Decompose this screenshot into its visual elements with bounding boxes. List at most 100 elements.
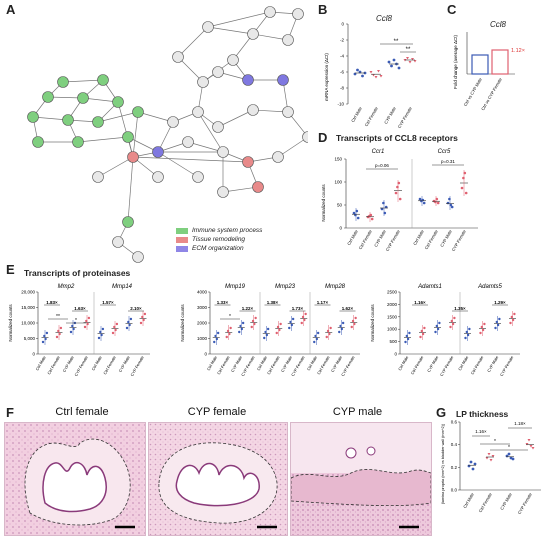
panel-e-ylabel: Normalized counts xyxy=(8,304,13,342)
panel-e-annot: 1.35× xyxy=(454,306,466,311)
panel-e-gene: Mmp28 xyxy=(325,284,346,290)
panel-b-point xyxy=(372,74,375,77)
panel-e-annot: 1.17× xyxy=(317,300,329,305)
legend-label-tissue: Tissue remodeling xyxy=(192,236,246,243)
panel-c-title: Ccl8 xyxy=(490,20,507,29)
panel-e-xlabel: CYP Female xyxy=(499,354,515,377)
panel-g-xlabel: Ctrl Female xyxy=(478,491,493,513)
panel-e-xlabel: CYP Male xyxy=(426,354,440,373)
panel-b-xlabel: Ctrl Female xyxy=(364,105,379,127)
histology-image-ctrl-female xyxy=(4,422,146,536)
network-node xyxy=(77,92,89,104)
panel-e-xlabel: CYP Male xyxy=(486,354,500,373)
panel-e-point xyxy=(325,335,328,339)
network-node xyxy=(292,8,304,20)
panel-g-point xyxy=(485,457,489,460)
network-node xyxy=(132,251,144,263)
panel-e-point xyxy=(438,321,441,325)
panel-e-title: Transcripts of proteinases xyxy=(24,268,131,278)
panel-g-point xyxy=(507,452,511,456)
panel-d-point xyxy=(464,191,468,195)
panel-e-ytick: 5,000 xyxy=(24,336,36,341)
network-node xyxy=(57,76,69,88)
panel-e-point xyxy=(238,330,241,334)
network-node xyxy=(217,146,229,158)
panel-f-label: F xyxy=(6,405,14,420)
panel-e-point xyxy=(41,340,45,344)
panel-e-ytick: 20,000 xyxy=(21,290,35,295)
histology-caption-ctrl-female: Ctrl female xyxy=(55,406,109,418)
panel-e-point xyxy=(453,316,456,320)
panel-e-label: E xyxy=(6,262,15,277)
panel-b-ytick: -4 xyxy=(340,54,344,59)
network-node xyxy=(197,76,209,88)
network-node xyxy=(302,131,308,143)
network-node xyxy=(172,51,184,63)
legend-swatch-ecm xyxy=(176,245,188,252)
network-node xyxy=(182,136,194,148)
panel-d-xlabel: Ctrl Female xyxy=(358,228,373,250)
network-node xyxy=(277,74,289,86)
panel-c-xlabel: Ctrl vs CYP Male xyxy=(463,76,484,107)
panel-e-point xyxy=(288,326,291,330)
panel-e-point xyxy=(213,340,216,344)
network-node xyxy=(252,181,264,193)
panel-e-point xyxy=(419,335,422,339)
panel-b-point xyxy=(377,70,380,73)
panel-e-ylabel: Normalized counts xyxy=(370,304,375,342)
panel-e-xlabel: Ctrl Female xyxy=(46,354,61,375)
panel-d-ytick: 150 xyxy=(334,157,342,162)
panel-g-annot: 1.18× xyxy=(514,421,526,426)
panel-e-xlabel: Ctrl Female xyxy=(470,354,485,375)
panel-b-label: B xyxy=(318,2,328,17)
panel-g-ytick: 0.6 xyxy=(451,420,458,425)
panel-d-xlabel: CYP Female xyxy=(385,228,401,252)
panel-d-point xyxy=(396,185,399,189)
panel-e-point xyxy=(125,326,129,330)
panel-e-xlabel: Ctrl Male xyxy=(306,354,319,371)
panel-b-sig: ** xyxy=(394,39,399,45)
panel-e-ylabel: Normalized counts xyxy=(180,304,185,342)
network-node xyxy=(62,114,74,126)
panel-e-ytick: 1500 xyxy=(387,314,398,319)
panel-e-point xyxy=(45,331,49,335)
panel-e-point xyxy=(229,326,232,330)
panel-e-ytick: 0 xyxy=(32,352,35,357)
panel-e-annot: 2.10× xyxy=(130,306,142,311)
panel-d-ylabel: Normalized counts xyxy=(321,184,326,222)
network-node xyxy=(122,216,134,228)
panel-g-point xyxy=(529,445,533,448)
panel-e-point xyxy=(338,330,341,334)
panel-c-bar-male xyxy=(471,54,489,75)
panel-d-point xyxy=(462,176,465,180)
histology-image-cyp-male xyxy=(290,422,432,536)
panel-g-point xyxy=(531,447,535,450)
panel-e-ytick: 2000 xyxy=(387,302,398,307)
panel-e-point xyxy=(263,336,266,340)
panel-e-point xyxy=(275,331,278,335)
panel-e-annot: 1.38× xyxy=(267,300,279,305)
panel-b-point xyxy=(374,76,378,79)
panel-g-point xyxy=(469,460,473,464)
panel-e-sig: * xyxy=(229,314,231,320)
panel-e-gene: Adamts1 xyxy=(417,284,442,290)
panel-e-point xyxy=(83,325,87,329)
network-node xyxy=(132,106,144,118)
panel-e-point xyxy=(513,312,516,316)
legend-swatch-tissue xyxy=(176,236,188,243)
panel-d-xlabel: Ctrl Male xyxy=(346,228,359,246)
panel-e-point xyxy=(408,331,411,335)
panel-e-point xyxy=(313,340,316,344)
network-node xyxy=(247,104,259,116)
panel-d-point xyxy=(460,186,464,190)
panel-d-title: Transcripts of CCL8 receptors xyxy=(336,133,458,143)
panel-d-point xyxy=(446,201,450,205)
network-node xyxy=(72,136,84,148)
panel-e-point xyxy=(241,321,245,325)
panel-e-plot: Normalized counts20,00015,00010,0005,000… xyxy=(8,284,520,377)
panel-b-point xyxy=(411,58,414,61)
panel-e-xlabel: Ctrl Female xyxy=(316,354,331,375)
panel-e-point xyxy=(404,340,407,344)
panel-e-point xyxy=(139,321,143,325)
